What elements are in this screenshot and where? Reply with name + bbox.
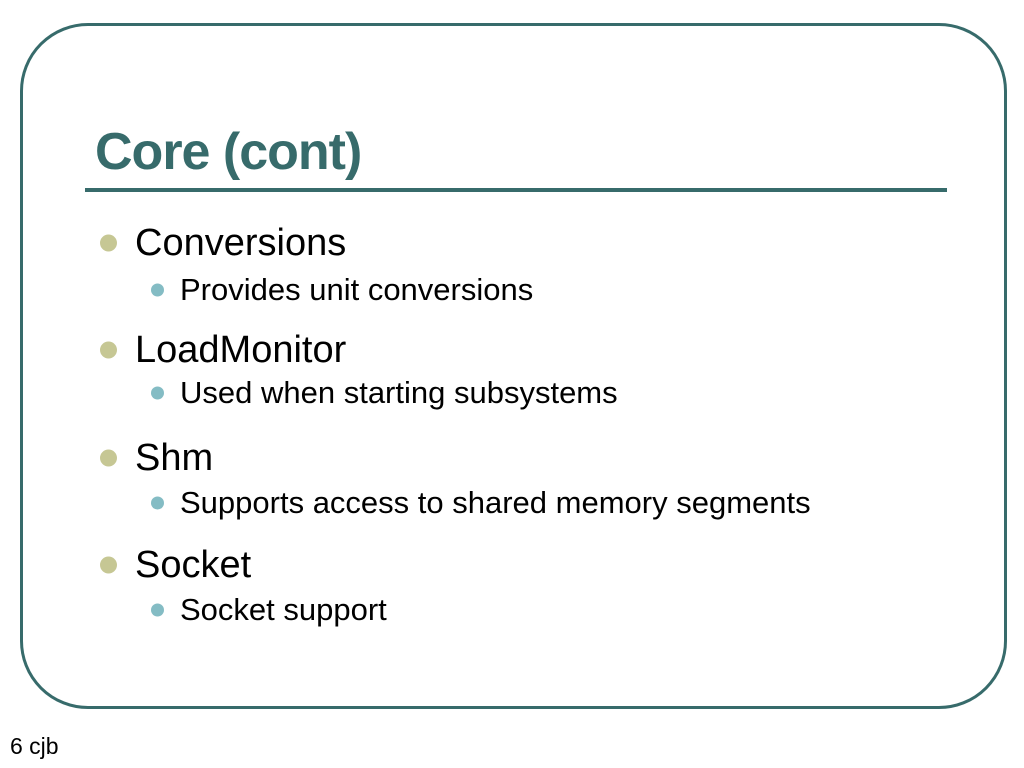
bullet-dot-icon: [100, 449, 117, 467]
slide-title: Core (cont): [95, 123, 362, 181]
list-item-label: Conversions: [135, 222, 347, 264]
bullet-dot-icon: [100, 341, 117, 359]
list-item-label: LoadMonitor: [135, 329, 347, 371]
list-item: Shm: [0, 434, 1024, 482]
list-item-label: Used when starting subsystems: [180, 375, 618, 410]
bullet-dot-icon: [100, 234, 117, 252]
slide-border-frame: [20, 23, 1007, 709]
bullet-dot-icon: [151, 603, 164, 617]
list-item: LoadMonitor: [0, 326, 1024, 374]
list-subitem: Supports access to shared memory segment…: [0, 483, 1024, 523]
bullet-dot-icon: [100, 556, 117, 574]
page-footer-label: 6 cjb: [10, 733, 59, 759]
list-item-label: Socket: [135, 544, 252, 586]
list-item: Conversions: [0, 219, 1024, 267]
list-item: Socket: [0, 541, 1024, 589]
bullet-dot-icon: [151, 386, 164, 400]
bullet-dot-icon: [151, 283, 164, 297]
list-subitem: Provides unit conversions: [0, 270, 1024, 310]
list-subitem: Used when starting subsystems: [0, 373, 1024, 413]
list-item-label: Shm: [135, 437, 214, 479]
list-item-label: Supports access to shared memory segment…: [180, 485, 811, 520]
list-item-label: Socket support: [180, 592, 387, 627]
list-item-label: Provides unit conversions: [180, 272, 534, 307]
title-underline: [85, 188, 947, 192]
list-subitem: Socket support: [0, 590, 1024, 630]
bullet-dot-icon: [151, 496, 164, 510]
